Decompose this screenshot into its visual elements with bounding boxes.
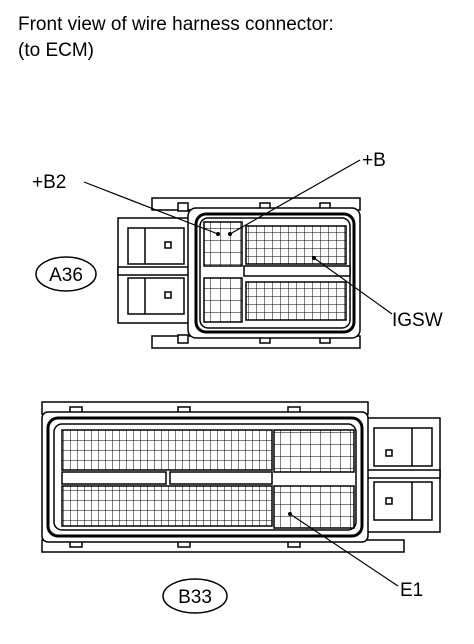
terminal-b-label: +B (362, 150, 386, 171)
pin-igsw-marker (312, 256, 316, 260)
connector-b33-badge: B33 (162, 578, 228, 614)
leader-b (229, 159, 361, 235)
terminal-b2-label: +B2 (32, 172, 66, 193)
connector-b33 (41, 401, 441, 553)
title-line-2: (to ECM) (18, 40, 94, 61)
terminal-igsw-label: IGSW (392, 310, 443, 331)
diagram-title: Front view of wire harness connector: (t… (18, 12, 334, 64)
title-line-1: Front view of wire harness connector: (18, 14, 334, 35)
connector-a36-badge: A36 (35, 256, 97, 292)
pin-b2-marker (216, 232, 220, 236)
connector-a36 (117, 197, 361, 349)
pin-b-marker (228, 232, 232, 236)
terminal-e1-label: E1 (400, 580, 423, 601)
leader-igsw (313, 257, 393, 315)
leader-b2 (83, 181, 219, 235)
connector-a36-label: A36 (49, 265, 83, 286)
leader-e1 (289, 513, 399, 587)
pin-e1-marker (288, 512, 292, 516)
connector-b33-label: B33 (178, 587, 212, 608)
